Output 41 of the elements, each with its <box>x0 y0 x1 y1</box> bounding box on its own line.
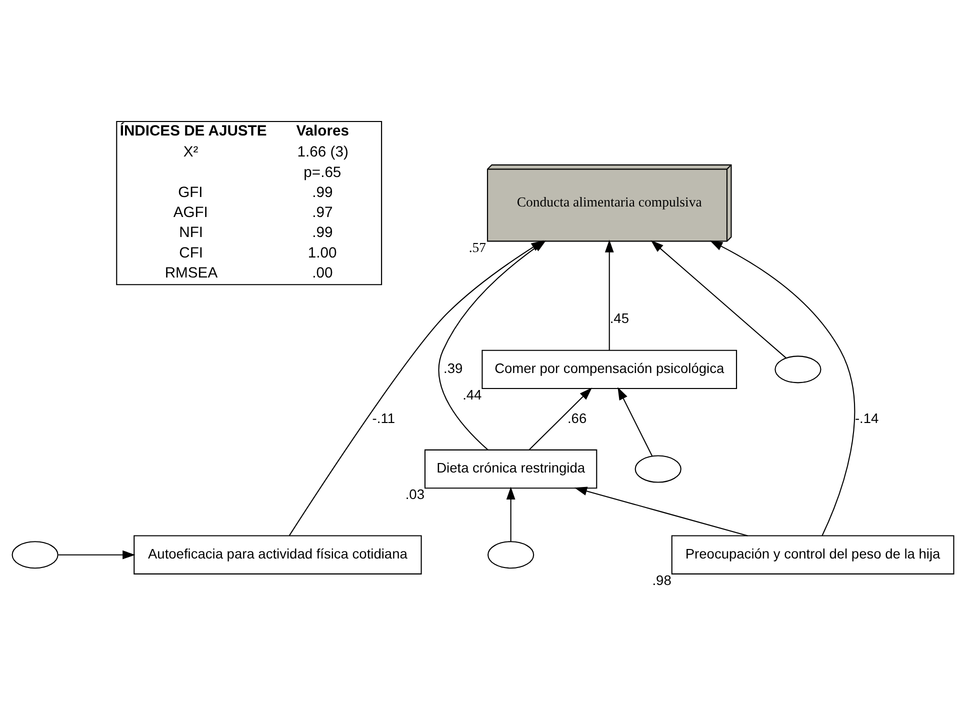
node-box: Autoeficacia para actividad física cotidiana <box>134 535 422 574</box>
label: .99 <box>312 225 333 242</box>
label: RMSEA <box>164 265 218 282</box>
edge-label: -.11 <box>372 410 396 426</box>
label: 1.66 (3) <box>297 144 348 161</box>
arrow <box>574 486 748 536</box>
label: .97 <box>312 205 333 222</box>
node-box: Dieta crónica restringida <box>424 449 598 489</box>
node-box: Preocupación y control del peso de la hija <box>671 535 954 574</box>
arrow <box>288 240 544 536</box>
label: NFI <box>179 225 204 242</box>
arrow <box>528 388 592 450</box>
label: CFI <box>179 245 204 262</box>
arrow <box>710 240 856 536</box>
node-ellipse <box>634 455 682 483</box>
node-box: Comer por compensación psicológica <box>482 350 738 390</box>
node-label: .98 <box>652 572 672 588</box>
edge-label: .39 <box>443 361 463 376</box>
arrow <box>604 240 614 350</box>
label: X² <box>183 144 198 161</box>
edge-label: .45 <box>610 311 629 326</box>
node-label: .44 <box>462 388 482 403</box>
edge-label: .66 <box>567 410 587 426</box>
edge-label: -.14 <box>854 410 879 426</box>
arrow <box>650 240 787 358</box>
node-ellipse <box>488 541 534 569</box>
arrow <box>58 550 136 560</box>
label: AGFI <box>173 205 208 222</box>
label: p=.65 <box>304 164 342 181</box>
node-label: .57 <box>468 240 486 256</box>
arrow <box>506 486 516 542</box>
label: 1.00 <box>308 245 337 262</box>
node-ellipse <box>774 356 822 384</box>
label: .99 <box>312 184 333 201</box>
arrow <box>618 387 653 456</box>
node-label: .03 <box>405 487 424 502</box>
label: GFI <box>178 184 203 201</box>
label: ÍNDICES DE AJUSTE <box>120 123 267 140</box>
label: Valores <box>296 123 350 140</box>
label: .00 <box>312 265 333 282</box>
node-ellipse <box>12 541 58 569</box>
